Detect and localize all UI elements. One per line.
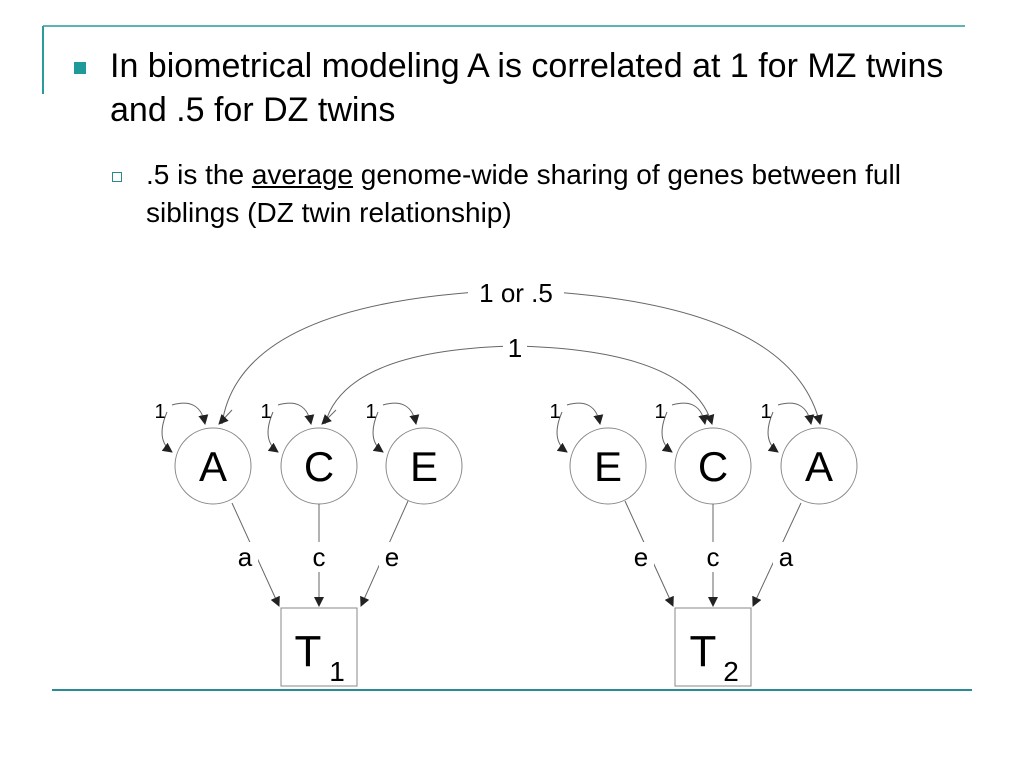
bullet-main-text: In biometrical modeling A is correlated … [110,47,944,129]
twin2-latent-E: 1 E [549,401,647,505]
correlation-arc-outer-start-arrow [218,409,233,425]
bullet-marker-square-icon [74,62,86,74]
latent-label: E [410,443,438,490]
twin1-latent-C: 1 C [260,401,358,505]
latent-label: C [698,443,728,490]
variance-label: 1 [654,401,665,423]
observed-T2: T 2 [674,607,752,687]
path-label-a: a [779,542,794,572]
sub-bullet-hollow-square-icon [112,172,122,182]
correlation-arc-inner-start-arrow [321,409,337,425]
sub-bullet-text: .5 is the average genome-wide sharing of… [146,156,976,232]
variance-label: 1 [549,401,560,423]
observed-label-base: T [295,627,322,676]
twin1-paths: a c e [231,500,409,607]
observed-label-sub: 1 [329,656,345,687]
correlation-outer-label-bg [468,276,564,306]
variance-label: 1 [760,401,771,423]
latent-label: A [805,443,833,490]
path-label-c: c [707,542,720,572]
variance-label: 1 [365,401,376,423]
twin1-latent-A: 1 A [154,401,252,505]
twin2-latent-A: 1 A [760,401,858,505]
path-label-e: e [634,542,648,572]
path-label-c: c [313,542,326,572]
sub-bullet-text-before: .5 is the [146,159,252,190]
variance-label: 1 [154,401,165,423]
twin2-latent-C: 1 C [654,401,752,505]
twin2-paths: e c a [624,500,802,607]
latent-label: E [594,443,622,490]
correlation-inner-label-bg [503,330,527,360]
observed-label-base: T [690,627,717,676]
variance-label: 1 [260,401,271,423]
latent-label: A [199,443,227,490]
path-label-e: e [385,542,399,572]
sub-bullet-text-after: genome-wide sharing of genes between ful… [146,159,901,228]
twin1-latent-E: 1 E [365,401,463,505]
sub-bullet-text-underlined: average [251,159,354,190]
observed-T1: T 1 [280,607,358,687]
observed-label-sub: 2 [723,656,739,687]
correlation-outer-label: 1 or .5 [479,278,553,308]
path-label-a: a [238,542,253,572]
latent-label: C [304,443,334,490]
correlation-inner-label: 1 [508,333,522,363]
